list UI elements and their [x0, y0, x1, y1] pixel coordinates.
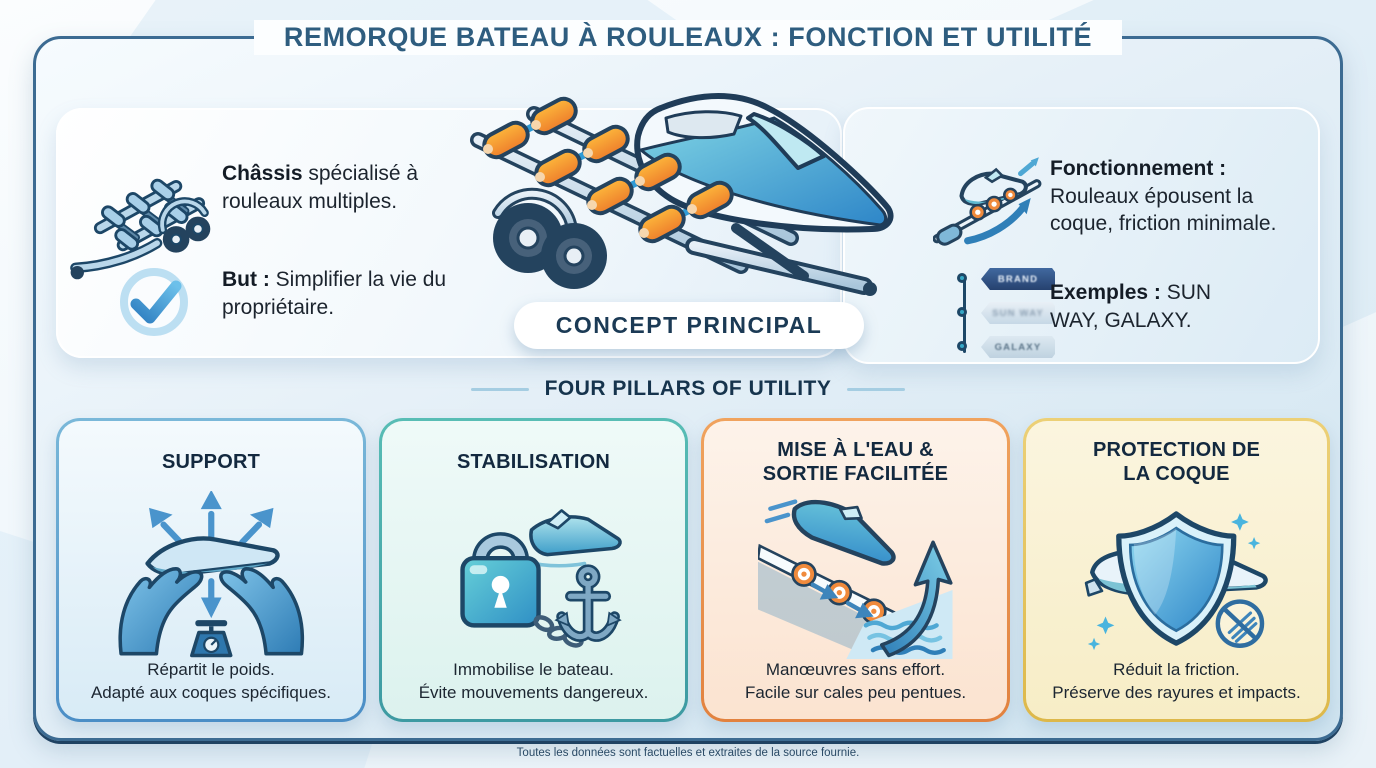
fonctionnement-text: Fonctionnement : Rouleaux épousent la co…: [1050, 157, 1277, 236]
hands-holding-boat-scale-icon: [59, 491, 363, 659]
timeline-dot: [957, 307, 967, 317]
brand-badge: SUN WAY: [981, 302, 1055, 324]
page-title: REMORQUE BATEAU À ROULEAUX : FONCTION ET…: [0, 20, 1376, 55]
check-circle-icon: [120, 268, 188, 336]
boat-on-roller-trailer-illustration: [470, 93, 894, 296]
timeline-dot: [957, 341, 967, 351]
concept-panel-right: Fonctionnement : Rouleaux épousent la co…: [843, 107, 1320, 364]
pillars-heading-text: FOUR PILLARS OF UTILITY: [544, 377, 832, 400]
chassis-label: Châssis: [222, 162, 303, 185]
card-title: STABILISATION: [457, 451, 610, 474]
pillar-card-support: SUPPORT: [56, 418, 366, 722]
concept-principal-pill: CONCEPT PRINCIPAL: [514, 302, 864, 349]
divider-line: [470, 387, 529, 391]
divider-line: [847, 387, 906, 391]
shield-over-hull-no-scratch-icon: [1026, 491, 1327, 659]
footer-note: Toutes les données sont factuelles et ex…: [516, 747, 860, 759]
pillar-card-stabilisation: STABILISATION: [379, 418, 688, 722]
pillar-card-protection: PROTECTION DE LA COQUE: [1023, 418, 1330, 722]
brand-badges-timeline: BRAND SUN WAY GALAXY: [957, 268, 1057, 363]
card-text: Manœuvres sans effort.Facile sur cales p…: [744, 660, 967, 703]
card-text: Immobilise le bateau.Évite mouvements da…: [418, 660, 649, 703]
roller-trailer-icon: [70, 178, 211, 280]
but-text: But : Simplifier la vie du propriétaire.: [222, 268, 447, 319]
brand-badge: GALAXY: [981, 336, 1055, 358]
card-title: SUPPORT: [161, 451, 261, 474]
exemples-text: Exemples : SUN WAY, GALAXY.: [1050, 281, 1212, 332]
timeline-dot: [957, 273, 967, 283]
but-label: But :: [222, 268, 270, 291]
pillars-heading: FOUR PILLARS OF UTILITY: [0, 377, 1376, 401]
card-text: Réduit la friction.Préserve des rayures …: [1052, 660, 1301, 703]
card-text: Répartit le poids.Adapté aux coques spéc…: [90, 660, 332, 703]
brand-badge: BRAND: [981, 268, 1055, 290]
pillar-card-launch: MISE À L'EAU & SORTIE FACILITÉE: [701, 418, 1010, 722]
boat-ramp-launch-arrow-icon: [704, 491, 1007, 660]
card-title: PROTECTION DE LA COQUE: [1092, 439, 1261, 485]
boat-ramp-rollers-icon: [933, 157, 1042, 246]
page-title-text: REMORQUE BATEAU À ROULEAUX : FONCTION ET…: [253, 20, 1123, 55]
fonctionnement-label: Fonctionnement :: [1050, 157, 1227, 180]
card-title: MISE À L'EAU & SORTIE FACILITÉE: [762, 439, 949, 485]
exemples-label: Exemples :: [1050, 281, 1161, 304]
padlock-chain-anchor-boat-icon: [382, 491, 685, 659]
chassis-text: Châssis spécialisé à rouleaux multiples.: [222, 162, 419, 213]
